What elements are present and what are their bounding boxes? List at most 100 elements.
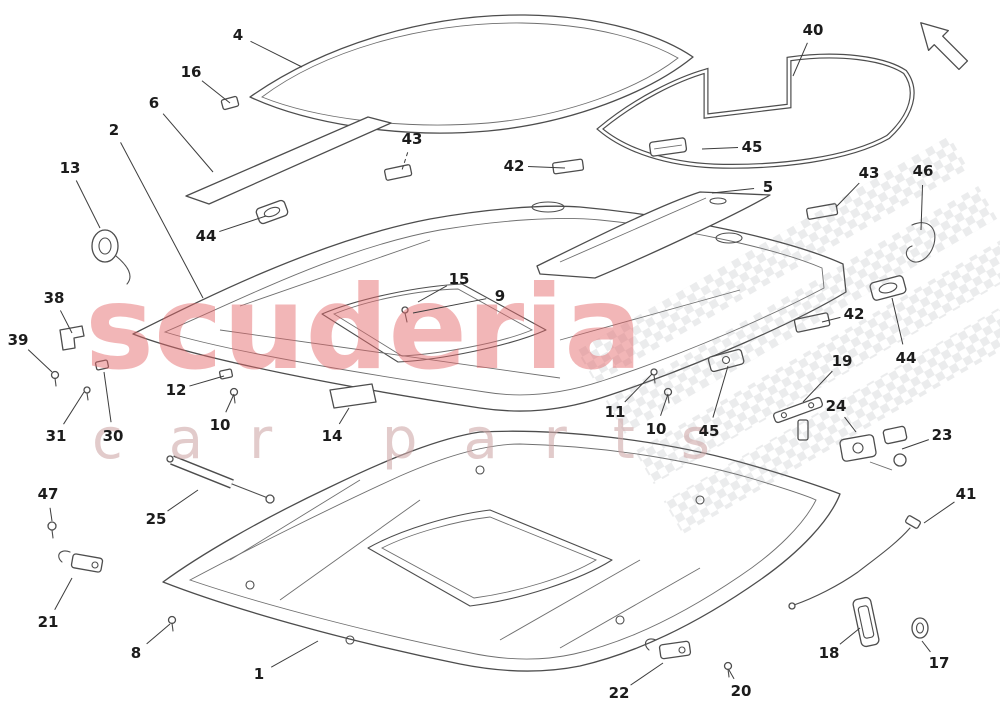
callout-leader-24-11 xyxy=(624,373,653,403)
pad-part-14 xyxy=(329,383,377,409)
callout-number-23-44: 44 xyxy=(896,349,917,367)
bolt-part-20 xyxy=(723,661,733,678)
callout-number-18-30: 30 xyxy=(103,427,124,445)
callout-leader-33-8 xyxy=(146,623,171,645)
screw-part-39 xyxy=(50,370,60,387)
callout-number-25-10: 10 xyxy=(646,420,667,438)
bolt-part-8 xyxy=(167,615,177,632)
callout-number-1-16: 16 xyxy=(181,63,202,81)
clip-part-30 xyxy=(94,359,110,371)
callout-leader-6-42 xyxy=(527,166,566,169)
callout-number-35-41: 41 xyxy=(956,485,977,503)
callout-number-34-1: 1 xyxy=(254,665,264,683)
callout-number-33-8: 8 xyxy=(131,644,141,662)
callout-leader-14-9 xyxy=(412,298,487,314)
callout-leader-9-5 xyxy=(711,187,755,194)
glass-panel-part xyxy=(249,14,694,134)
screw-part-31 xyxy=(83,386,91,401)
callout-leader-3-2 xyxy=(120,142,204,299)
callout-number-29-23: 23 xyxy=(932,426,953,444)
callout-number-38-22: 22 xyxy=(609,684,630,702)
callout-leader-8-40 xyxy=(792,42,808,77)
callout-number-2-6: 6 xyxy=(149,94,159,112)
callout-number-21-14: 14 xyxy=(322,427,343,445)
callout-number-4-13: 13 xyxy=(60,159,81,177)
checker-band-pattern xyxy=(576,135,1000,535)
callout-leader-19-12 xyxy=(189,375,225,387)
callout-leader-0-4 xyxy=(250,40,303,68)
latch-part-22 xyxy=(644,638,692,660)
callout-leader-38-22 xyxy=(630,662,664,686)
callout-number-14-9: 9 xyxy=(495,287,505,305)
callout-leader-36-18 xyxy=(839,627,861,645)
bracket-part-38 xyxy=(59,325,85,351)
pad-part-43-top xyxy=(383,164,413,181)
latch-part-21 xyxy=(58,550,104,573)
callout-leader-13-15 xyxy=(417,285,448,303)
bolt-part-9 xyxy=(401,306,409,323)
callout-leader-28-24 xyxy=(844,416,857,433)
direction-arrow-icon xyxy=(920,22,969,71)
callout-leader-27-19 xyxy=(802,370,833,403)
callout-leader-21-14 xyxy=(338,407,350,425)
spoiler-blade-part xyxy=(536,191,771,279)
callout-leader-32-21 xyxy=(54,577,73,610)
callout-leader-10-43 xyxy=(835,182,860,208)
callout-leader-34-1 xyxy=(270,640,319,668)
callout-number-30-25: 25 xyxy=(146,510,167,528)
callout-number-9-5: 5 xyxy=(763,178,773,196)
callout-number-7-45: 45 xyxy=(742,138,763,156)
watermark-primary-text: scuderia xyxy=(85,261,642,396)
callout-number-31-47: 47 xyxy=(38,485,59,503)
callout-number-19-12: 12 xyxy=(166,381,187,399)
callout-leader-4-13 xyxy=(75,180,101,229)
callout-leader-7-45 xyxy=(701,147,739,150)
watermark-secondary-text: car parts xyxy=(92,407,756,472)
grommet-part-17 xyxy=(911,617,929,639)
callout-number-32-21: 21 xyxy=(38,613,59,631)
hinge-assembly-part-23-24 xyxy=(839,425,908,471)
callout-leader-26-45 xyxy=(712,365,729,418)
release-cable-part-41 xyxy=(788,515,921,610)
callout-leader-12-44 xyxy=(219,215,267,233)
lamp-part-44-left xyxy=(255,199,289,225)
callout-leader-37-17 xyxy=(921,640,931,653)
callout-number-10-43: 43 xyxy=(859,164,880,182)
callout-number-16-39: 39 xyxy=(8,331,29,349)
callout-leader-25-10 xyxy=(660,393,669,416)
callout-leader-17-31 xyxy=(63,391,85,425)
mesh-grille-part xyxy=(185,116,392,205)
callout-leader-5-43 xyxy=(401,152,409,171)
bracket-part-45-top xyxy=(648,137,688,157)
callout-number-27-19: 19 xyxy=(832,352,853,370)
callout-number-39-20: 20 xyxy=(731,682,752,700)
callout-number-12-44: 44 xyxy=(196,227,217,245)
pad-part-42-top xyxy=(552,158,585,175)
callout-number-11-46: 46 xyxy=(913,162,934,180)
callout-number-3-2: 2 xyxy=(109,121,119,139)
callout-number-13-15: 15 xyxy=(449,270,470,288)
callout-leader-30-25 xyxy=(167,489,199,512)
callout-number-26-45: 45 xyxy=(699,422,720,440)
callout-number-36-18: 18 xyxy=(819,644,840,662)
callout-leader-29-23 xyxy=(901,439,929,450)
callout-leader-39-20 xyxy=(728,669,735,680)
callout-number-0-4: 4 xyxy=(233,26,243,44)
callout-leader-23-44 xyxy=(891,297,904,345)
screw-part-47 xyxy=(47,521,57,539)
callout-number-37-17: 17 xyxy=(929,654,950,672)
callout-leader-31-47 xyxy=(49,507,53,522)
callout-number-28-24: 24 xyxy=(826,397,847,415)
stop-part-18 xyxy=(852,596,880,648)
callout-leader-18-30 xyxy=(103,371,112,423)
gas-strut-part xyxy=(166,455,275,504)
callout-number-22-42: 42 xyxy=(844,305,865,323)
callout-leader-2-6 xyxy=(162,113,214,173)
watermark: scuderia car parts xyxy=(85,135,1000,535)
callout-leader-15-38 xyxy=(59,310,73,334)
callout-leader-16-39 xyxy=(27,349,53,373)
callout-number-17-31: 31 xyxy=(46,427,67,445)
